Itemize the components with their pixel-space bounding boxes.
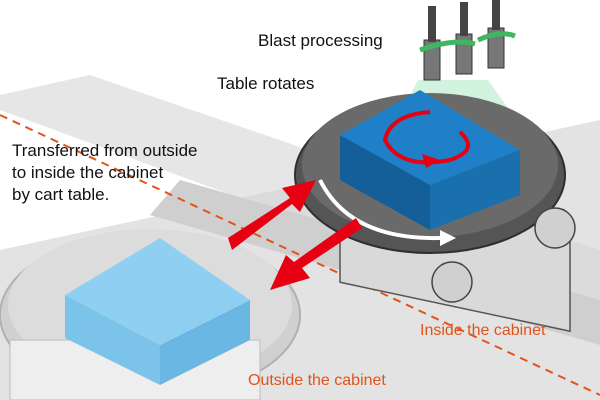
table-rotation-arc [318, 179, 441, 241]
cabinet-boundary-line [0, 114, 600, 396]
outside-workpiece-side-right [160, 300, 250, 385]
inside-wheel-1 [534, 207, 576, 249]
transfer-arrow-in [228, 180, 316, 250]
nozzle-hose-2 [460, 2, 468, 36]
nozzle-hose-3 [492, 0, 500, 30]
outside-workpiece-side-left [65, 295, 160, 385]
transfer-line-1: Transferred from outside [12, 141, 198, 160]
table-rotates-label: Table rotates [207, 70, 325, 98]
inside-cabinet-label: Inside the cabinet [420, 322, 546, 339]
transfer-line-3: by cart table. [12, 185, 110, 204]
transfer-line-2: to inside the cabinet [12, 163, 164, 182]
inside-workpiece-side-right [430, 150, 520, 230]
blast-processing-label: Blast processing [248, 27, 393, 55]
outside-workpiece-top [65, 238, 250, 345]
nozzle-swing-arrow-2 [476, 31, 516, 43]
table-rotation-arrowhead [440, 230, 456, 246]
transfer-arrow-out [270, 218, 362, 290]
workpiece-rotation-arrow [382, 110, 470, 165]
inside-workpiece-top [340, 90, 520, 185]
nozzle-hose-1 [428, 6, 436, 42]
inside-workpiece-side-left [340, 135, 430, 230]
nozzle-swing-arrow [419, 39, 476, 53]
outside-cabinet-label: Outside the cabinet [248, 372, 386, 389]
inside-wheel-2 [431, 261, 473, 303]
workpiece-rotation-arrowhead [422, 154, 440, 168]
transfer-description: Transferred from outside to inside the c… [12, 140, 198, 206]
